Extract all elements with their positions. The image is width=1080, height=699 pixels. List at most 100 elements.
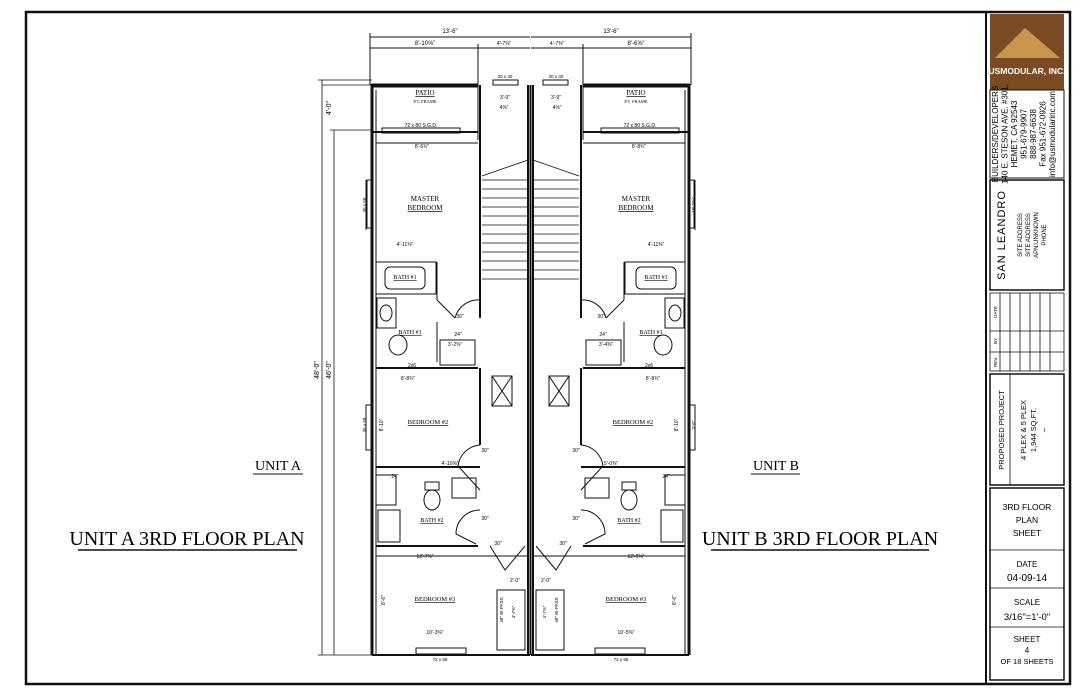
unit-b-room-label: BATH #2 [617, 518, 640, 524]
unit-a-geometry [365, 33, 532, 656]
sheet-total: OF 18 SHEETS [1001, 657, 1054, 666]
sheet-title-2: PLAN [1016, 515, 1038, 525]
unit-a-dimension: 8'-6¾" [415, 144, 429, 150]
unit-b-patio-subtitle: P.T. FRAME [624, 99, 648, 104]
logo-roof-icon [995, 28, 1060, 58]
unit-b-dimension: 10'-5⅜" [618, 630, 635, 636]
unit-a-room-label: BATH #2 [420, 518, 443, 524]
unit-b-dimension: 48" BI-PASS [554, 597, 559, 622]
unit-b-dimension: 8'-6⅝" [628, 41, 645, 47]
unit-a-labels: UNIT A UNIT A 3RD FLOOR PLAN [69, 459, 305, 551]
dim-48: 48'-0" [314, 361, 321, 379]
proposed-line-2: 1,944 SQ.FT. [1029, 408, 1038, 452]
site-info-line: SITE ADDRESS [1018, 213, 1024, 257]
proposed-line-1: 4 PLEX & 5 PLEX [1019, 400, 1028, 460]
unit-b-dimension: 8'-8¾" [646, 376, 660, 382]
unit-a-dimension: 3'-9" [500, 95, 510, 101]
unit-a-dimension: 4'-7⅜" [511, 605, 516, 618]
unit-b-dimension: 4'-11⅜" [648, 242, 665, 248]
proposed-label: PROPOSED PROJECT [997, 390, 1006, 470]
unit-a-dimension: 4'-7⅜" [497, 41, 511, 47]
builder-info-line: 140 E. STESON AVE. #301, [1001, 84, 1010, 184]
unit-b-dimension: 24" [662, 474, 670, 480]
unit-a-dimension: 8'-6" [381, 595, 387, 605]
unit-b-dimension: 24" [599, 332, 607, 338]
date-header: DATE [993, 306, 998, 318]
unit-a-dimension: 24" [391, 474, 399, 480]
unit-a-dimension: 3'-2⅜" [448, 342, 462, 348]
unit-b-dimension: 5'-0⅜" [604, 461, 618, 467]
unit-a-dimension: 72 x 58 [433, 657, 448, 662]
unit-b-dimension: 3'-9" [551, 95, 561, 101]
project-name: SAN LEANDRO [996, 190, 1008, 280]
unit-b-dimension: 2x6 [645, 363, 653, 369]
unit-a-dimension: 36 x 58 [362, 197, 367, 212]
date-label: DATE [1017, 560, 1038, 569]
dim-patio-depth: 4'-0" [326, 101, 333, 115]
title-block-frame [985, 11, 1071, 685]
unit-a-room-label: BEDROOM #3 [415, 596, 456, 603]
unit-b-dimension: 30" [572, 516, 580, 522]
unit-b-label: UNIT B [753, 459, 799, 474]
builder-info-line: BUILDERS/DEVELOPERS [991, 86, 1000, 182]
unit-a-dimension: 8'-10⅝" [415, 41, 435, 47]
unit-b-dimension: 8'-8¾" [632, 144, 646, 150]
unit-a-dimension: 72 x 80 S.G.D. [405, 123, 438, 129]
builder-info-line: Fax 951-672-0926 [1039, 101, 1048, 167]
revision-table [989, 292, 1065, 372]
builder-info-line: 888-987-6638 [1029, 109, 1038, 159]
proposed-line-3: – [1039, 427, 1048, 432]
project-box [989, 179, 1065, 291]
site-info-line: PHONE [1042, 224, 1048, 245]
unit-a-dimension: 36 x 58 [362, 417, 367, 432]
unit-b-dimension: 3'-6" [691, 420, 696, 429]
unit-b-room-label: BATH #1 [644, 275, 667, 281]
unit-a-patio-subtitle: P.T. FRAME [413, 99, 437, 104]
sheet-label: SHEET [1014, 635, 1041, 644]
builder-info-line: info@usmodularinc.com [1048, 91, 1057, 177]
unit-b-overall-width: 13'-6" [603, 29, 618, 35]
unit-b-title: UNIT B 3RD FLOOR PLAN [702, 528, 938, 550]
unit-a-room-label: BEDROOM #2 [408, 419, 449, 426]
unit-b-dimension: 30" [572, 448, 580, 454]
unit-b-room-label: BATH #1 [639, 330, 662, 336]
builder-info-line: HEMET, CA 92543 [1010, 100, 1019, 167]
unit-a-dimension: 30" [481, 516, 489, 522]
sheet-title-3: SHEET [1013, 528, 1041, 538]
site-info-line: APN:UNKNOWN [1034, 212, 1040, 258]
unit-a-dimension: 2'-0" [510, 578, 520, 584]
unit-b-dimension: 10'-2⅜" [691, 197, 696, 213]
unit-a-room-label: BATH #1 [398, 330, 421, 336]
unit-b-room-label: BEDROOM #3 [606, 596, 647, 603]
unit-a-dimension: 12'-7⅜" [417, 554, 434, 560]
rev-header: REV. [993, 357, 998, 367]
unit-a-patio-label: PATIO [415, 89, 434, 97]
unit-b-dimension: 12'-9⅜" [628, 554, 645, 560]
stairs [481, 159, 529, 280]
sheet-info-box [989, 487, 1065, 681]
site-info-line: SITE ADDRESS [1026, 213, 1032, 257]
unit-b-dimension: 2'-0" [541, 578, 551, 584]
unit-b-dimension: 30 x 40 [549, 74, 564, 79]
builder-info-line: 951-679-9907 [1020, 109, 1029, 159]
unit-b-dimension: 4'-7⅜" [542, 605, 547, 618]
unit-a-dimension: 30" [481, 448, 489, 454]
unit-a-dimension: 24" [454, 332, 462, 338]
unit-a-dimension: 2x6 [408, 363, 416, 369]
scale-label: SCALE [1014, 598, 1040, 607]
unit-b-dimension: 72 x 80 S.G.D. [624, 123, 657, 129]
unit-b-dimension: 8'-6" [672, 595, 678, 605]
unit-b-dimension: 30" [597, 314, 605, 320]
sheet-title-1: 3RD FLOOR [1003, 502, 1052, 512]
unit-a-dimension: 30 x 40 [498, 74, 513, 79]
unit-b-dimension: 72 x 58 [614, 657, 629, 662]
unit-a-dimension: 30" [494, 541, 502, 547]
unit-a-dimension: 48" BI-PASS [499, 597, 504, 622]
unit-b-labels: UNIT B UNIT B 3RD FLOOR PLAN [702, 459, 938, 551]
dim-46: 46'-0" [326, 361, 333, 379]
unit-a-dimension: 8'-8¾" [401, 376, 415, 382]
